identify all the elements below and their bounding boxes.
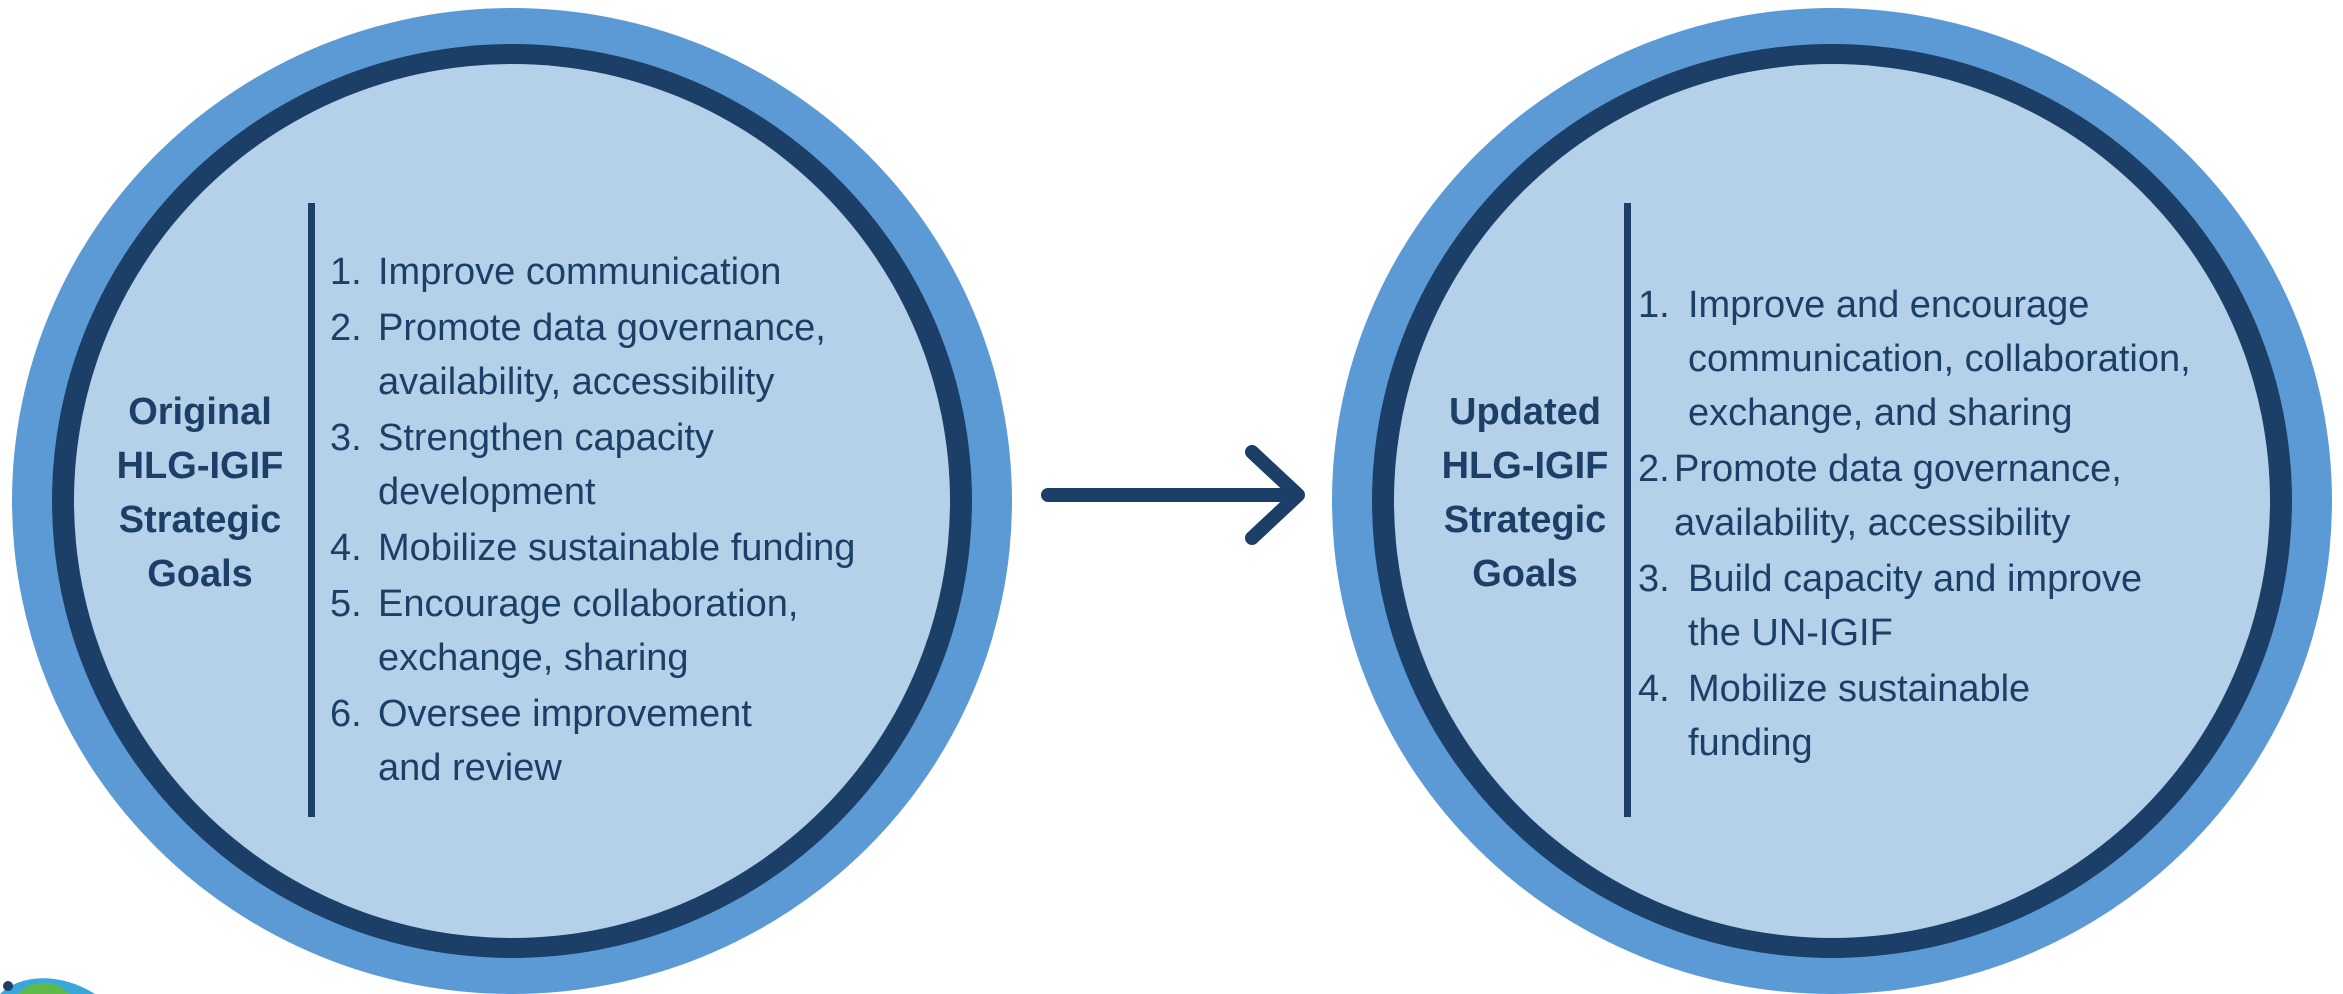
goal-text: Promote data governance, availability, a… [378,307,826,403]
original-goal-item: 5. Encourage collaboration, exchange, sh… [330,577,855,685]
goal-number: 2. [1638,448,1670,490]
updated-goal-item: 1. Improve and encourage communication, … [1638,278,2191,440]
goal-number: 4. [1638,668,1670,710]
goal-text: Improve and encourage communication, col… [1688,284,2191,434]
updated-goals-divider [1624,203,1631,817]
updated-goal-item: 2. Promote data governance, availability… [1638,442,2191,550]
goal-text: Improve communication [378,251,782,293]
goal-number: 4. [330,527,362,569]
goal-number: 6. [330,693,362,735]
goal-text: Oversee improvement and review [378,693,752,789]
updated-goals-title: Updated HLG-IGIF Strategic Goals [1425,385,1625,601]
goal-number: 1. [330,251,362,293]
updated-title-lines: Updated HLG-IGIF Strategic Goals [1441,391,1609,595]
updated-goals-list: 1. Improve and encourage communication, … [1638,278,2191,770]
original-goal-item: 4. Mobilize sustainable funding [330,521,855,575]
goal-text: Promote data governance, availability, a… [1674,448,2122,544]
original-goal-item: 1. Improve communication [330,245,855,299]
original-goals-list: 1. Improve communication 2. Promote data… [330,245,855,795]
goal-number: 1. [1638,284,1670,326]
original-goals-circle [74,64,950,938]
updated-goals-circle [1394,64,2270,938]
original-goals-title: Original HLG-IGIF Strategic Goals [100,385,300,601]
globe-logo-icon [0,978,95,994]
original-goals-divider [308,203,315,817]
goal-text: Encourage collaboration, exchange, shari… [378,583,799,679]
original-title-lines: Original HLG-IGIF Strategic Goals [116,391,284,595]
arrow-right-icon [1041,445,1305,545]
goal-number: 3. [1638,558,1670,600]
goal-text: Mobilize sustainable funding [1688,668,2031,764]
updated-goal-item: 3. Build capacity and improve the UN-IGI… [1638,552,2191,660]
goal-number: 2. [330,307,362,349]
original-goal-item: 3. Strengthen capacity development [330,411,855,519]
goal-text: Strengthen capacity development [378,417,714,513]
goal-number: 3. [330,417,362,459]
goal-text: Mobilize sustainable funding [378,527,856,569]
original-goal-item: 2. Promote data governance, availability… [330,301,855,409]
updated-goal-item: 4. Mobilize sustainable funding [1638,662,2191,770]
goal-number: 5. [330,583,362,625]
original-goal-item: 6. Oversee improvement and review [330,687,855,795]
goal-text: Build capacity and improve the UN-IGIF [1688,558,2143,654]
